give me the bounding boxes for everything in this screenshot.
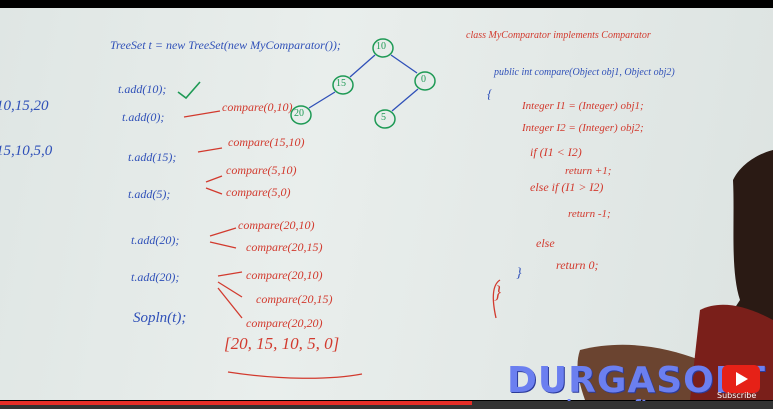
code-line: Integer I2 = (Integer) obj2;: [522, 122, 644, 134]
compare-arrow: [183, 110, 221, 118]
code-line: return -1;: [568, 208, 611, 220]
compare-call: compare(20,15): [246, 240, 323, 254]
open-brace: {: [487, 86, 493, 101]
tree-node-root: [372, 38, 394, 58]
left-note-1: 10,15,20: [0, 98, 49, 114]
close-brace: }: [516, 266, 522, 281]
tree-node-label: 20: [294, 108, 304, 119]
compare-arrow: [205, 187, 223, 195]
treeset-declaration: TreeSet t = new TreeSet(new MyComparator…: [110, 38, 341, 52]
tree-node-left: [332, 75, 354, 95]
tree-edge: [390, 54, 418, 74]
compare-call: compare(5,0): [226, 185, 291, 199]
tree-node-label: 15: [336, 78, 346, 89]
tree-node-label: 0: [421, 74, 426, 85]
left-note-2: 15,10,5,0: [0, 143, 53, 159]
add-call: t.add(10);: [118, 82, 167, 96]
code-line: Integer I1 = (Integer) obj1;: [522, 100, 644, 112]
class-declaration: class MyComparator implements Comparator: [466, 30, 651, 41]
tree-edge: [391, 88, 419, 112]
print-result: [20, 15, 10, 5, 0]: [224, 334, 340, 353]
add-call: t.add(20);: [131, 270, 180, 284]
subscribe-button[interactable]: [722, 365, 760, 393]
add-call: t.add(0);: [122, 110, 165, 124]
tree-edge: [349, 54, 376, 78]
compare-arrow: [197, 147, 223, 153]
tree-node-label: 10: [376, 41, 386, 52]
add-call: t.add(15);: [128, 150, 177, 164]
close-brace: }: [494, 282, 502, 302]
compare-call: compare(20,10): [238, 218, 315, 232]
whiteboard: [0, 8, 773, 400]
method-signature: public int compare(Object obj1, Object o…: [494, 67, 675, 78]
compare-call: compare(0,10): [222, 100, 293, 114]
compare-call: compare(20,20): [246, 316, 323, 330]
compare-arrow: [209, 227, 237, 237]
add-call: t.add(20);: [131, 233, 180, 247]
compare-arrow: [217, 271, 243, 277]
tree-edge: [308, 91, 336, 109]
compare-call: compare(5,10): [226, 163, 297, 177]
compare-arrow: [209, 241, 237, 249]
code-line: return +1;: [565, 165, 612, 177]
print-call: Sopln(t);: [133, 310, 187, 326]
checkmark-stroke: [177, 81, 201, 100]
code-brace: [492, 279, 501, 319]
subscribe-label: Subscribe: [717, 391, 757, 400]
compare-call: compare(20,10): [246, 268, 323, 282]
video-progress-bar[interactable]: [0, 401, 773, 409]
compare-arrow: [217, 287, 243, 319]
play-icon: [736, 372, 748, 386]
tree-node-left-left: [290, 105, 312, 125]
code-line: if (I1 < I2): [530, 145, 582, 159]
result-underline: [227, 371, 363, 379]
tree-node-right: [414, 71, 436, 91]
tree-node-label: 5: [381, 112, 386, 123]
video-progress-fill: [0, 401, 472, 405]
compare-call: compare(15,10): [228, 135, 305, 149]
compare-arrow: [217, 281, 243, 298]
code-line: else: [536, 236, 555, 250]
brand-logo: DURGASOFT: [507, 360, 766, 401]
tree-node-right-left: [374, 109, 396, 129]
compare-arrow: [205, 175, 223, 183]
code-line: return 0;: [556, 258, 599, 272]
code-line: else if (I1 > I2): [530, 180, 604, 194]
compare-call: compare(20,15): [256, 292, 333, 306]
add-call: t.add(5);: [128, 187, 171, 201]
